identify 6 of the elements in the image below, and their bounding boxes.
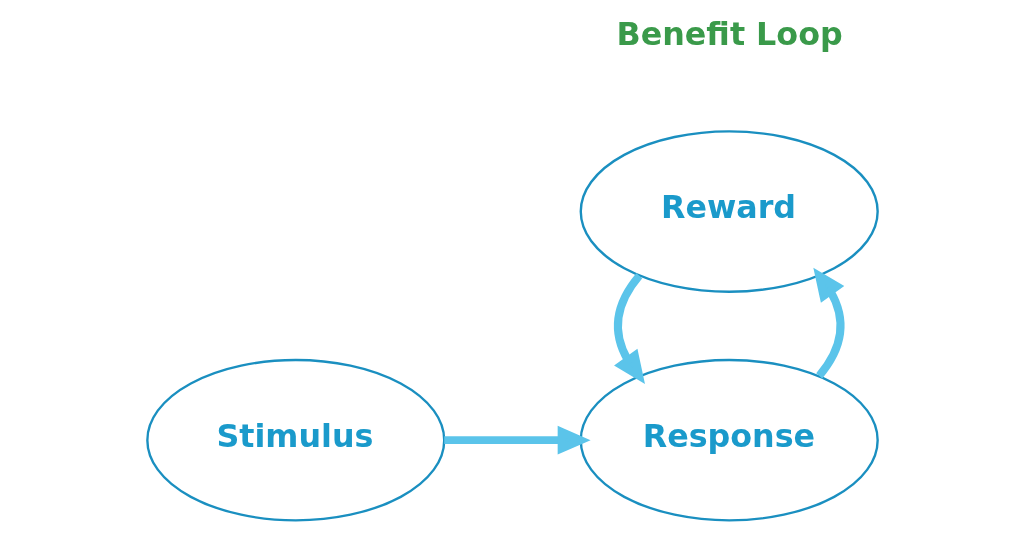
- node-ellipse: Stimulus: [145, 358, 445, 522]
- arrow: [613, 273, 645, 384]
- node-ellipse: Response: [579, 358, 879, 522]
- node-ellipse: Reward: [579, 130, 879, 293]
- arrow: [812, 267, 844, 379]
- label: Benefit Loop: [615, 15, 843, 52]
